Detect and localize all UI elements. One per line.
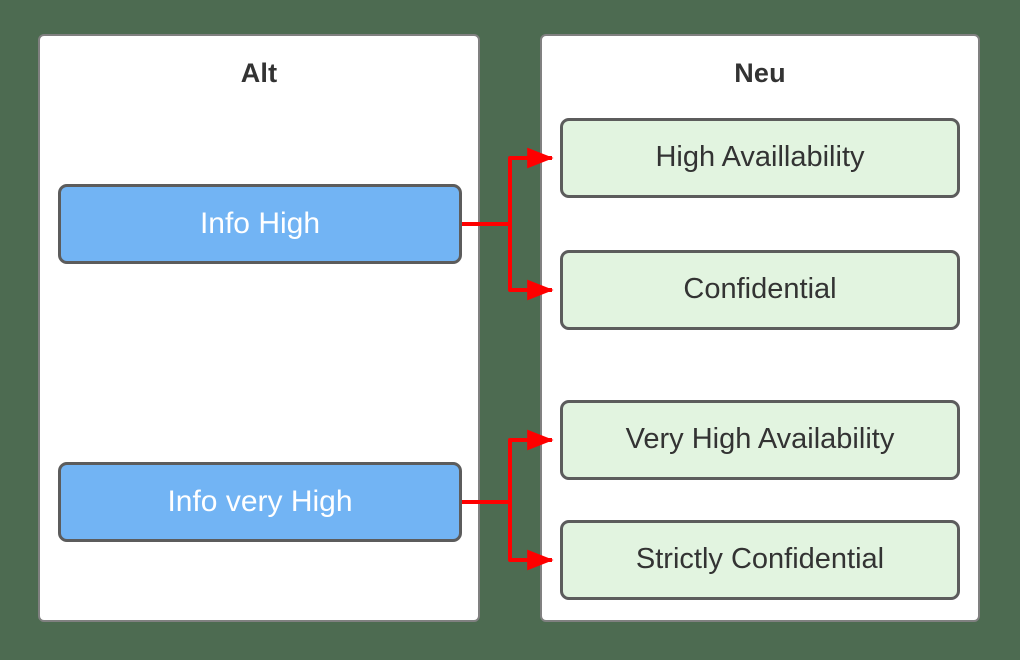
node-info-very-high[interactable]: Info very High bbox=[58, 462, 462, 542]
node-info-very-high-label: Info very High bbox=[167, 484, 353, 518]
node-strictly-confidential-label: Strictly Confidential bbox=[635, 543, 885, 576]
node-high-availability[interactable]: High Availlability bbox=[560, 118, 960, 198]
node-high-availability-label: High Availlability bbox=[655, 141, 865, 174]
panel-neu-title: Neu bbox=[734, 58, 786, 88]
node-info-high[interactable]: Info High bbox=[58, 184, 462, 264]
node-confidential[interactable]: Confidential bbox=[560, 250, 960, 330]
node-strictly-confidential[interactable]: Strictly Confidential bbox=[560, 520, 960, 600]
node-info-high-label: Info High bbox=[199, 206, 321, 240]
panel-alt-title: Alt bbox=[240, 58, 278, 88]
node-very-high-availability-label: Very High Availability bbox=[625, 423, 895, 456]
node-very-high-availability[interactable]: Very High Availability bbox=[560, 400, 960, 480]
node-confidential-label: Confidential bbox=[683, 273, 837, 306]
